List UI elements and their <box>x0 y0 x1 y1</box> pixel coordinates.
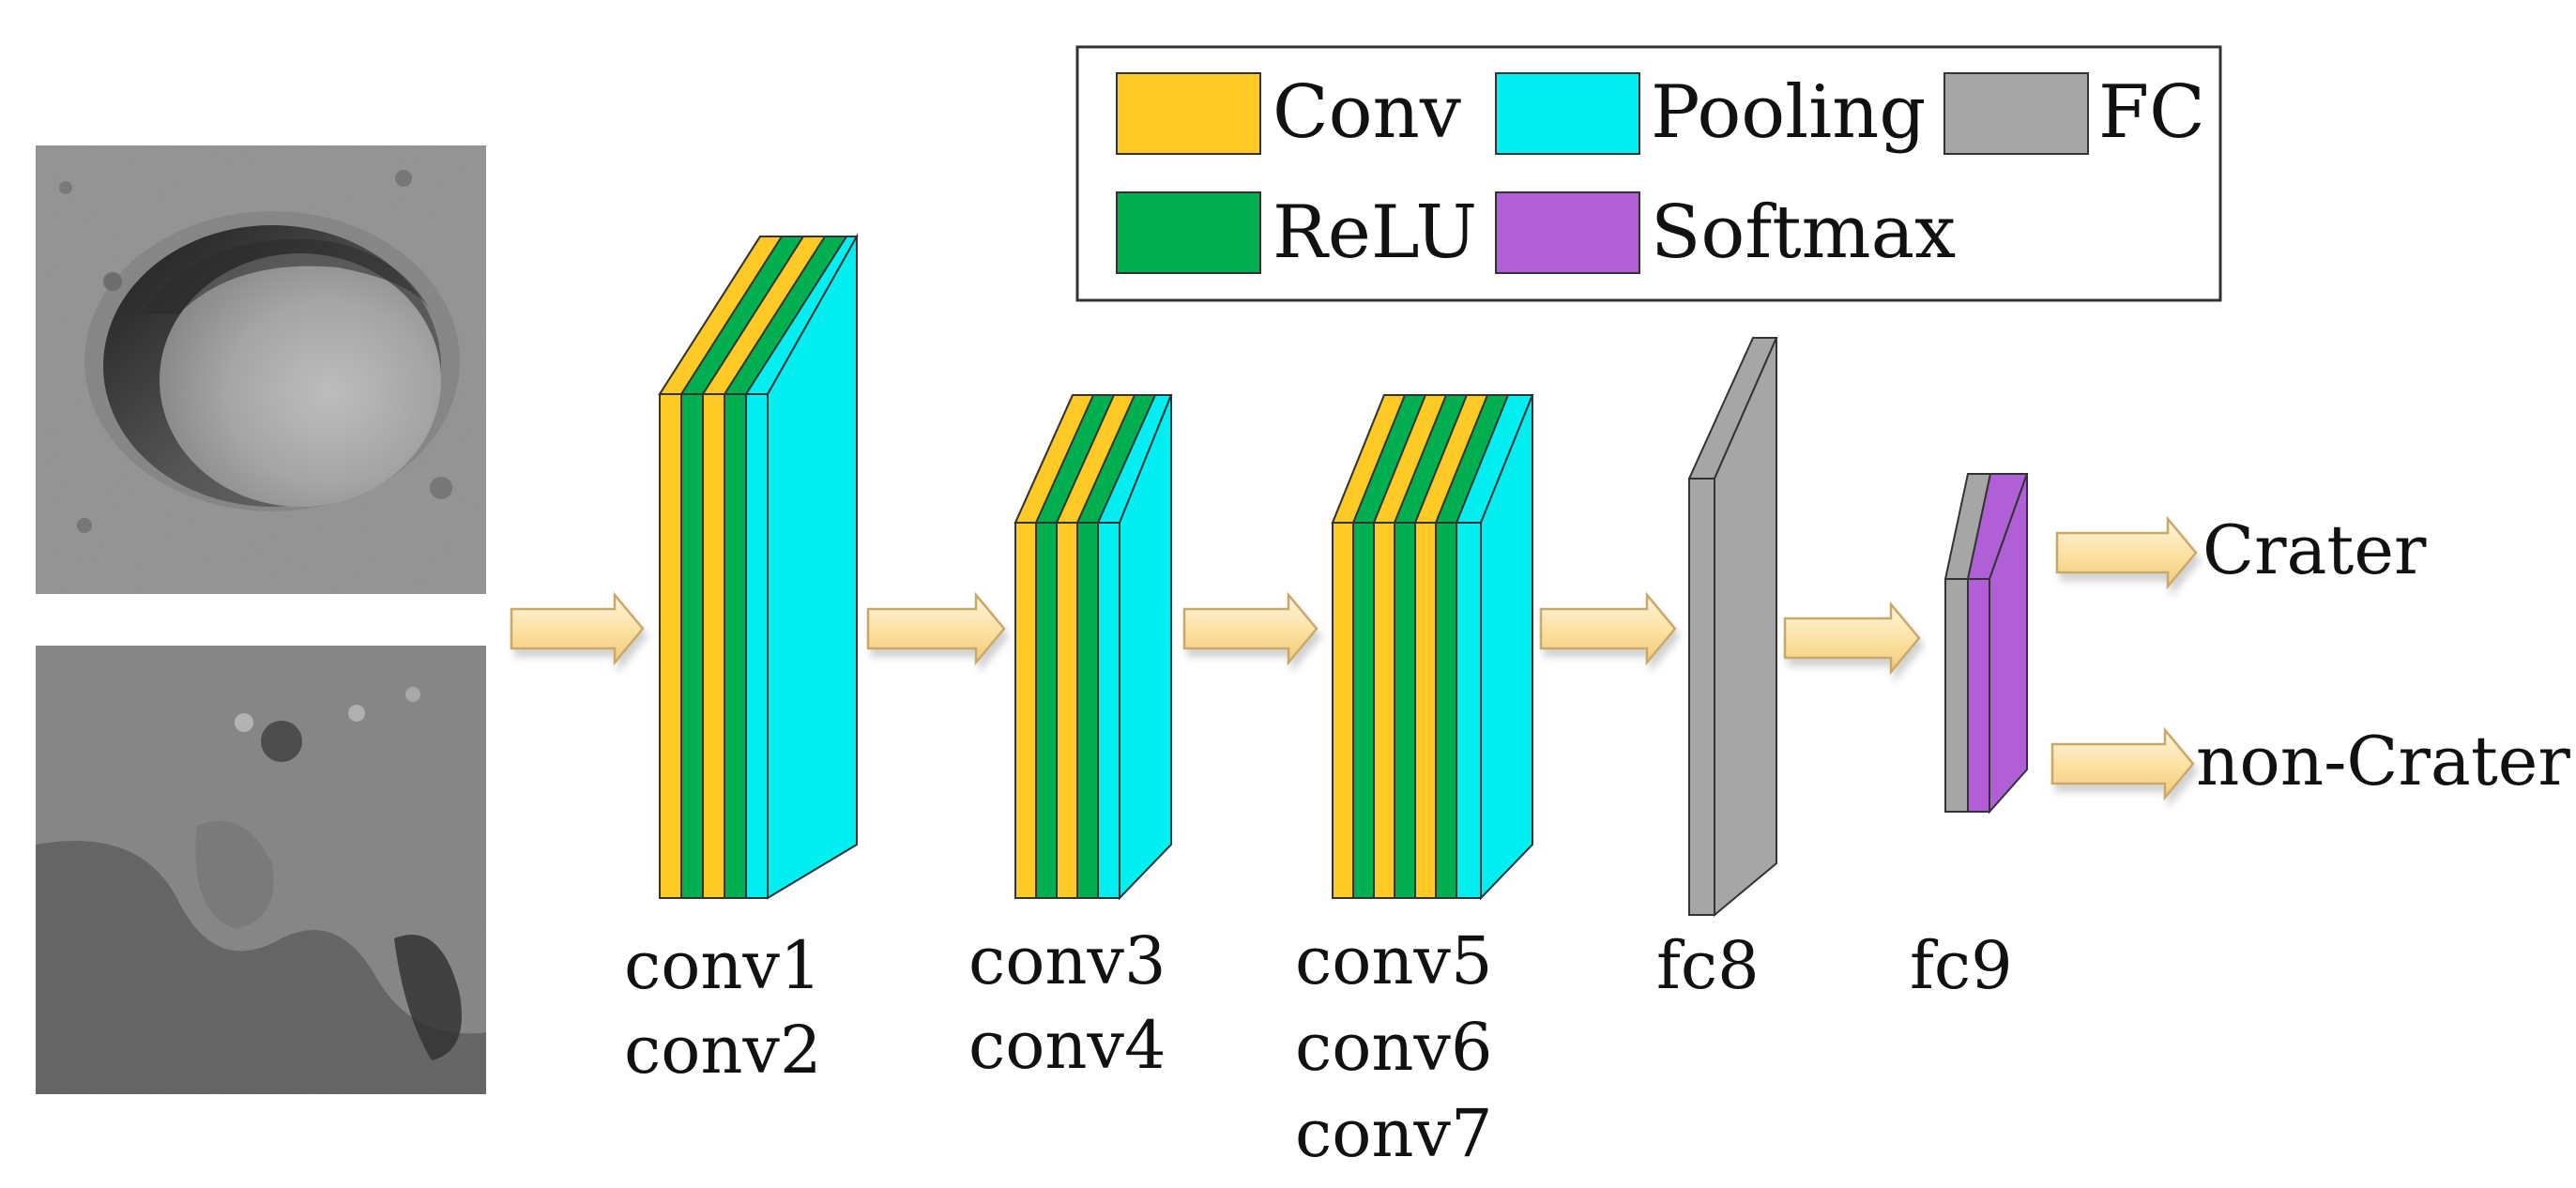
label-fc8: fc8 <box>1656 927 1760 1004</box>
output-labels: Crater non-Crater <box>2196 510 2570 800</box>
legend-label-relu: ReLU <box>1273 190 1477 275</box>
label-fc9: fc9 <box>1910 927 2013 1004</box>
legend-swatch-fc <box>1943 72 2089 155</box>
label-conv1: conv1 <box>624 927 822 1004</box>
legend-swatch-pooling <box>1495 72 1640 155</box>
legend-swatch-conv <box>1116 72 1261 155</box>
arrow-to-non-crater <box>2050 726 2195 801</box>
label-conv6: conv6 <box>1295 1009 1493 1086</box>
arrow-block3-to-fc8 <box>1539 591 1677 666</box>
legend-label-conv: Conv <box>1273 70 1461 155</box>
arrow-input-to-block1 <box>510 591 645 666</box>
output-label-non-crater: non-Crater <box>2196 722 2570 800</box>
arrow-fc8-to-fc9 <box>1783 601 1921 676</box>
label-conv3: conv3 <box>968 922 1166 999</box>
arrow-block2-to-block3 <box>1182 591 1318 666</box>
legend-swatch-softmax <box>1495 191 1640 274</box>
layer-block-conv5-conv7 <box>1331 394 1534 901</box>
legend-label-fc: FC <box>2098 70 2205 155</box>
layer-block-conv3-conv4 <box>1014 394 1173 901</box>
legend-label-pooling: Pooling <box>1651 70 1926 155</box>
legend-swatch-relu <box>1116 191 1261 274</box>
flow-arrows <box>510 515 2198 801</box>
layer-block-conv1-conv2 <box>658 233 859 900</box>
arrow-to-crater <box>2055 515 2198 590</box>
label-conv2: conv2 <box>624 1012 822 1089</box>
label-conv5: conv5 <box>1295 922 1493 999</box>
label-conv4: conv4 <box>968 1007 1166 1084</box>
input-image-non-crater <box>36 646 486 1094</box>
layer-block-fc9 <box>1943 473 2029 815</box>
legend-label-softmax: Softmax <box>1651 190 1956 275</box>
output-label-crater: Crater <box>2203 510 2427 589</box>
input-image-crater <box>36 145 486 594</box>
label-conv7: conv7 <box>1295 1095 1493 1172</box>
legend: Conv Pooling FC ReLU Softmax <box>1075 45 2222 302</box>
layer-block-fc8 <box>1687 337 1778 918</box>
arrow-block1-to-block2 <box>866 591 1006 666</box>
layer-labels: conv1 conv2 conv3 conv4 conv5 conv6 conv… <box>624 922 2013 1172</box>
